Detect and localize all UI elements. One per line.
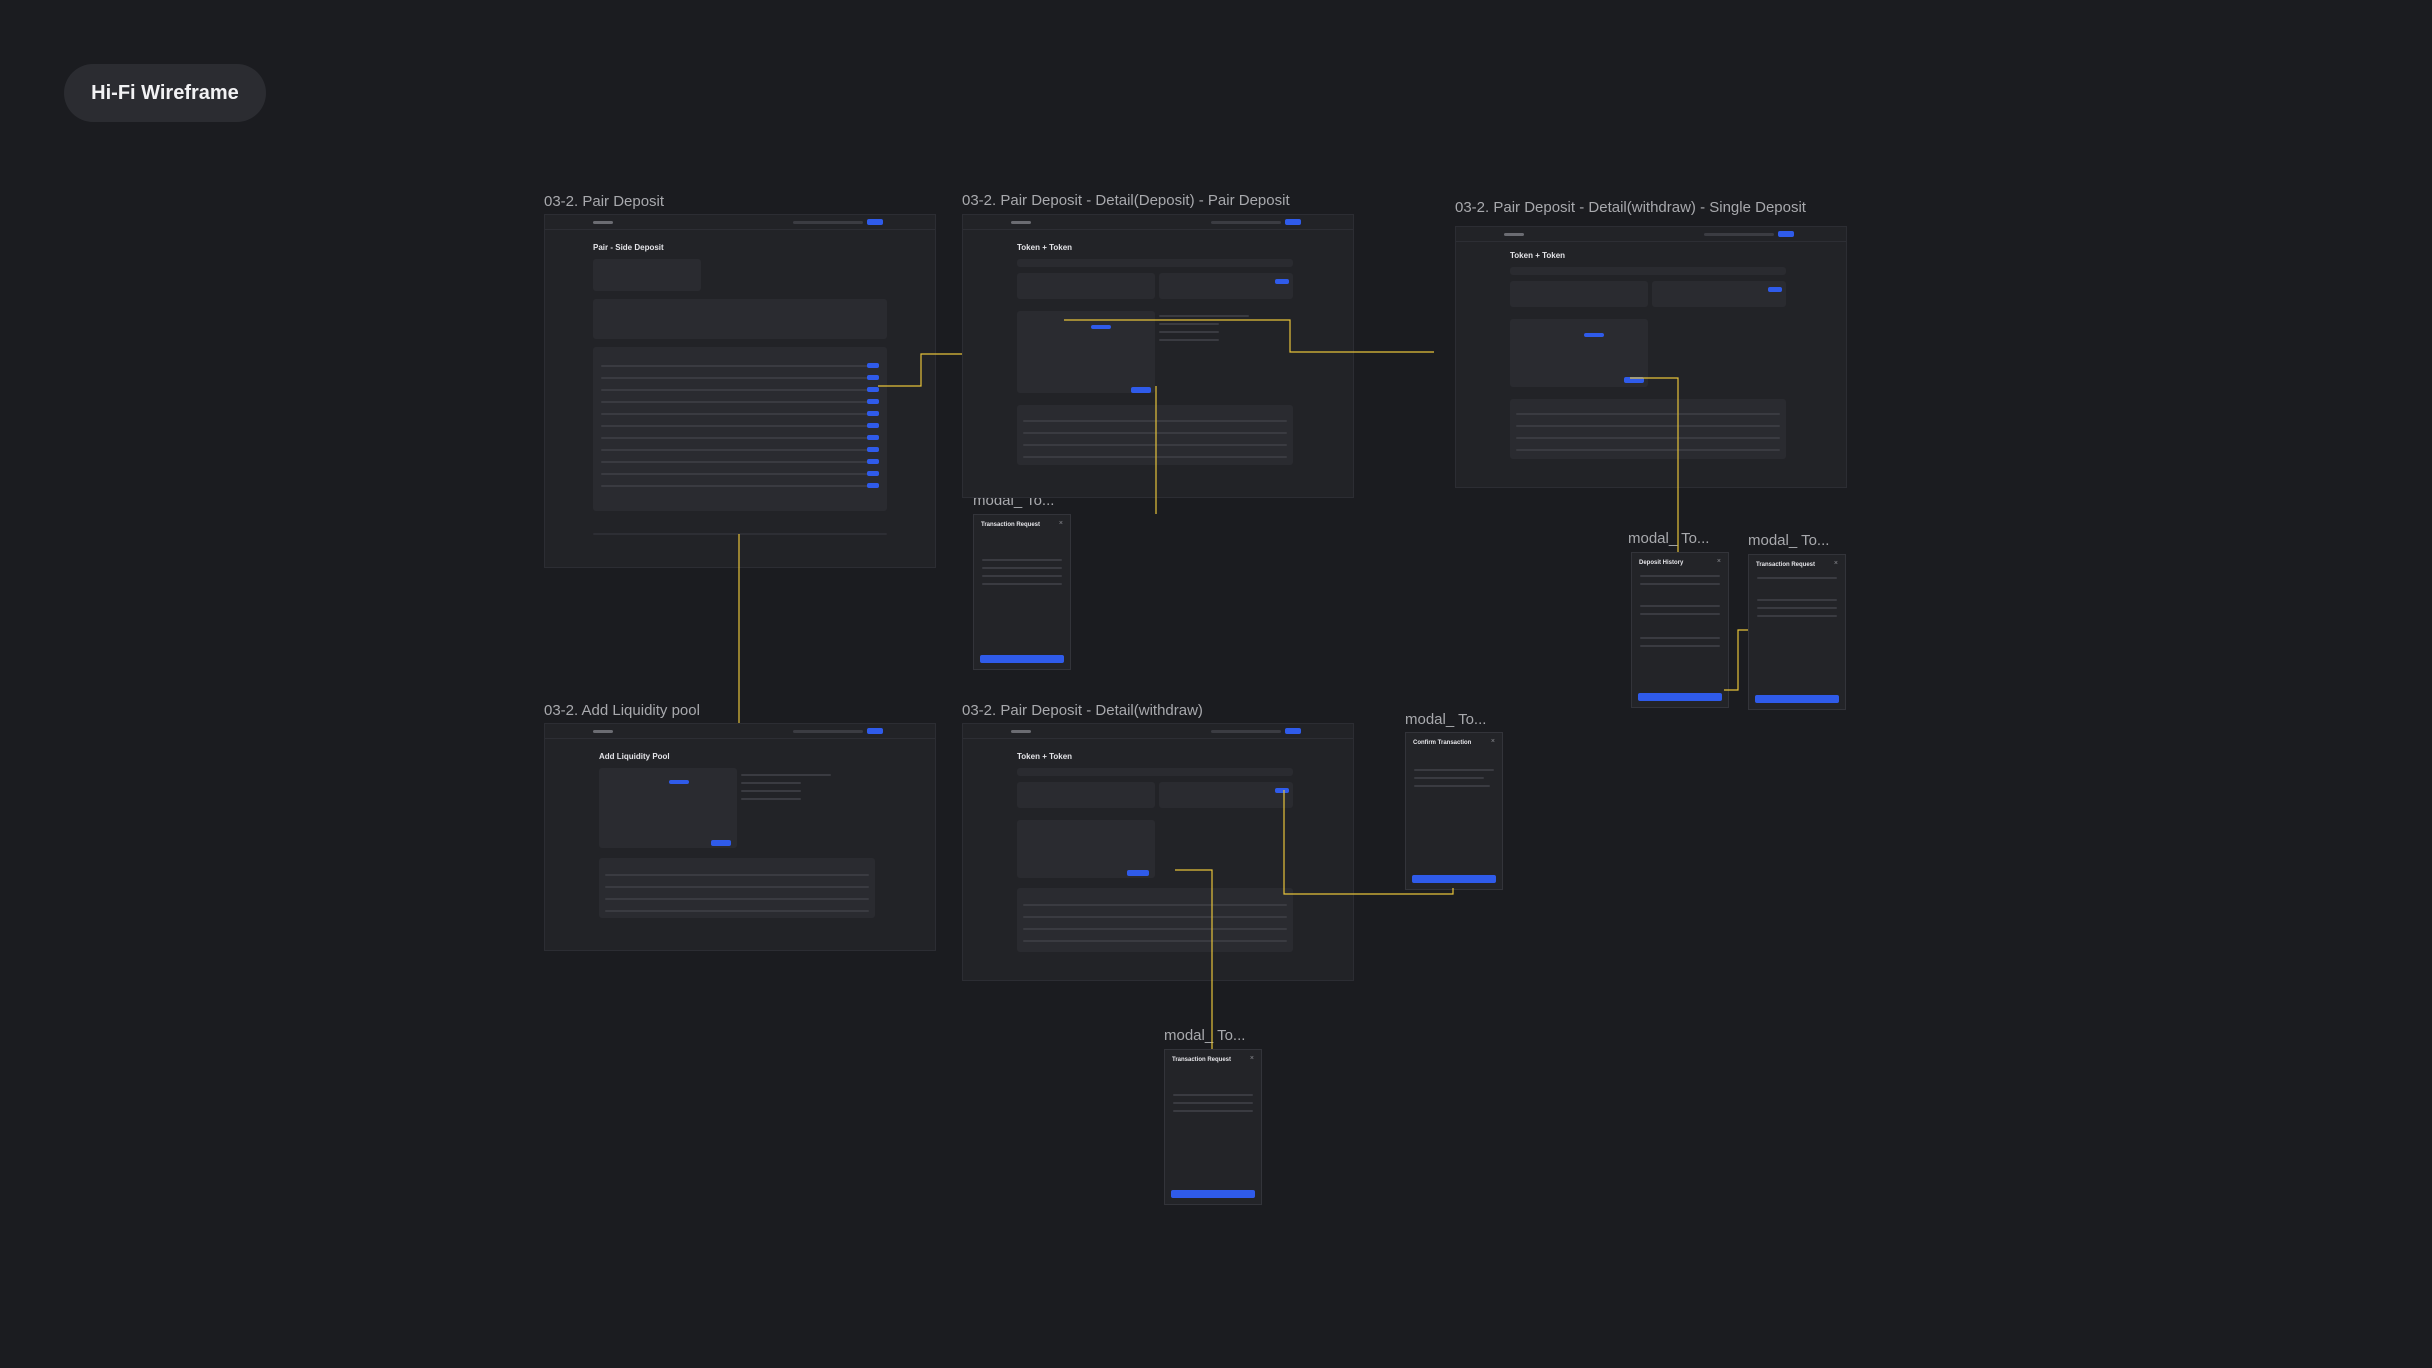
- pool-list-panel: [593, 347, 887, 511]
- modal-title: Transaction Request: [981, 522, 1041, 528]
- deposit-button[interactable]: [867, 363, 879, 368]
- frame-detail-withdraw-single[interactable]: Token + Token: [1455, 226, 1847, 488]
- frame-detail-deposit[interactable]: Token + Token: [962, 214, 1354, 498]
- pair-title: Token + Token: [1510, 251, 1566, 260]
- top-bar: [1456, 227, 1846, 242]
- frame-label-detail-withdraw-single: 03-2. Pair Deposit - Detail(withdraw) - …: [1455, 199, 1806, 216]
- frame-label-detail-withdraw: 03-2. Pair Deposit - Detail(withdraw): [962, 702, 1203, 719]
- claimable-panel: [1159, 273, 1293, 299]
- withdraw-form[interactable]: [1510, 319, 1648, 387]
- modal-confirm-transaction[interactable]: Confirm Transaction ×: [1405, 732, 1503, 890]
- add-button[interactable]: [711, 840, 731, 846]
- pool-info-bar: [1510, 267, 1786, 275]
- page-title: Add Liquidity Pool: [599, 752, 670, 761]
- deposit-button[interactable]: [867, 471, 879, 476]
- confirm-button[interactable]: [1755, 695, 1839, 703]
- top-bar: [545, 215, 935, 230]
- pair-title: Token + Token: [1017, 243, 1073, 252]
- deposit-tab[interactable]: [1091, 325, 1111, 329]
- deposit-button[interactable]: [867, 387, 879, 392]
- top-bar: [545, 724, 935, 739]
- modal-title: Transaction Request: [1172, 1057, 1232, 1063]
- my-deposit-panel: [1017, 273, 1155, 299]
- modal-deposit-history[interactable]: Deposit History ×: [1631, 552, 1729, 708]
- close-icon[interactable]: ×: [1716, 558, 1721, 565]
- pair-title: Token + Token: [1017, 752, 1073, 761]
- transaction-history: [1017, 888, 1293, 952]
- claimable-panel: [1652, 281, 1786, 307]
- page-badge: Hi-Fi Wireframe: [64, 64, 266, 122]
- deposit-button[interactable]: [867, 483, 879, 488]
- withdraw-submit-button[interactable]: [1624, 377, 1644, 383]
- deposit-button[interactable]: [867, 459, 879, 464]
- close-icon[interactable]: ×: [1833, 560, 1838, 567]
- claim-button[interactable]: [1275, 279, 1289, 284]
- transaction-history: [599, 858, 875, 918]
- deposit-submit-button[interactable]: [1131, 387, 1151, 393]
- pool-info-bar: [1017, 259, 1293, 267]
- confirm-button[interactable]: [1412, 875, 1496, 883]
- confirm-button[interactable]: [980, 655, 1064, 663]
- deposit-button[interactable]: [867, 399, 879, 404]
- frame-label-pair-deposit: 03-2. Pair Deposit: [544, 193, 665, 210]
- deposit-button[interactable]: [867, 375, 879, 380]
- pair-tab[interactable]: [669, 780, 689, 784]
- deposit-button[interactable]: [867, 435, 879, 440]
- modal-label-5: modal_ To...: [1164, 1027, 1246, 1044]
- modal-transaction-request[interactable]: Transaction Request ×: [1164, 1049, 1262, 1205]
- top-bar: [963, 215, 1353, 230]
- frame-label-add-liquidity: 03-2. Add Liquidity pool: [544, 702, 700, 719]
- close-icon[interactable]: ×: [1058, 520, 1063, 527]
- claimable-panel: [1159, 782, 1293, 808]
- page-title: Pair - Side Deposit: [593, 243, 664, 252]
- frame-pair-deposit[interactable]: Pair - Side Deposit: [544, 214, 936, 568]
- modal-label-3: modal_ To...: [1748, 532, 1830, 549]
- modal-label-2: modal_ To...: [1628, 530, 1710, 547]
- my-deposit-panel: [1510, 281, 1648, 307]
- frame-label-detail-deposit: 03-2. Pair Deposit - Detail(Deposit) - P…: [962, 192, 1290, 209]
- my-deposit-panel: [1017, 782, 1155, 808]
- deposit-form[interactable]: [1017, 311, 1155, 393]
- modal-title: Transaction Request: [1756, 562, 1816, 568]
- top-bar: [963, 724, 1353, 739]
- withdraw-form[interactable]: [1017, 820, 1155, 878]
- modal-label-4: modal_ To...: [1405, 711, 1487, 728]
- claim-button[interactable]: [1275, 788, 1289, 793]
- my-deposits-panel: [593, 299, 887, 339]
- frame-add-liquidity[interactable]: Add Liquidity Pool: [544, 723, 936, 951]
- pool-info-bar: [1017, 768, 1293, 776]
- close-icon[interactable]: ×: [1249, 1055, 1254, 1062]
- modal-transaction-request[interactable]: Transaction Request ×: [1748, 554, 1846, 710]
- deposit-button[interactable]: [867, 447, 879, 452]
- add-liquidity-form[interactable]: [599, 768, 737, 848]
- modal-title: Deposit History: [1639, 560, 1684, 566]
- modal-transaction-request[interactable]: Transaction Request ×: [973, 514, 1071, 670]
- claim-button[interactable]: [1768, 287, 1782, 292]
- summary-panel: [593, 259, 701, 291]
- transaction-history: [1017, 405, 1293, 465]
- confirm-button[interactable]: [1638, 693, 1722, 701]
- deposit-button[interactable]: [867, 423, 879, 428]
- close-icon[interactable]: ×: [1490, 738, 1495, 745]
- confirm-button[interactable]: [1171, 1190, 1255, 1198]
- modal-title: Confirm Transaction: [1413, 740, 1472, 746]
- withdraw-submit-button[interactable]: [1127, 870, 1149, 876]
- frame-detail-withdraw[interactable]: Token + Token: [962, 723, 1354, 981]
- deposit-button[interactable]: [867, 411, 879, 416]
- withdraw-tab[interactable]: [1584, 333, 1604, 337]
